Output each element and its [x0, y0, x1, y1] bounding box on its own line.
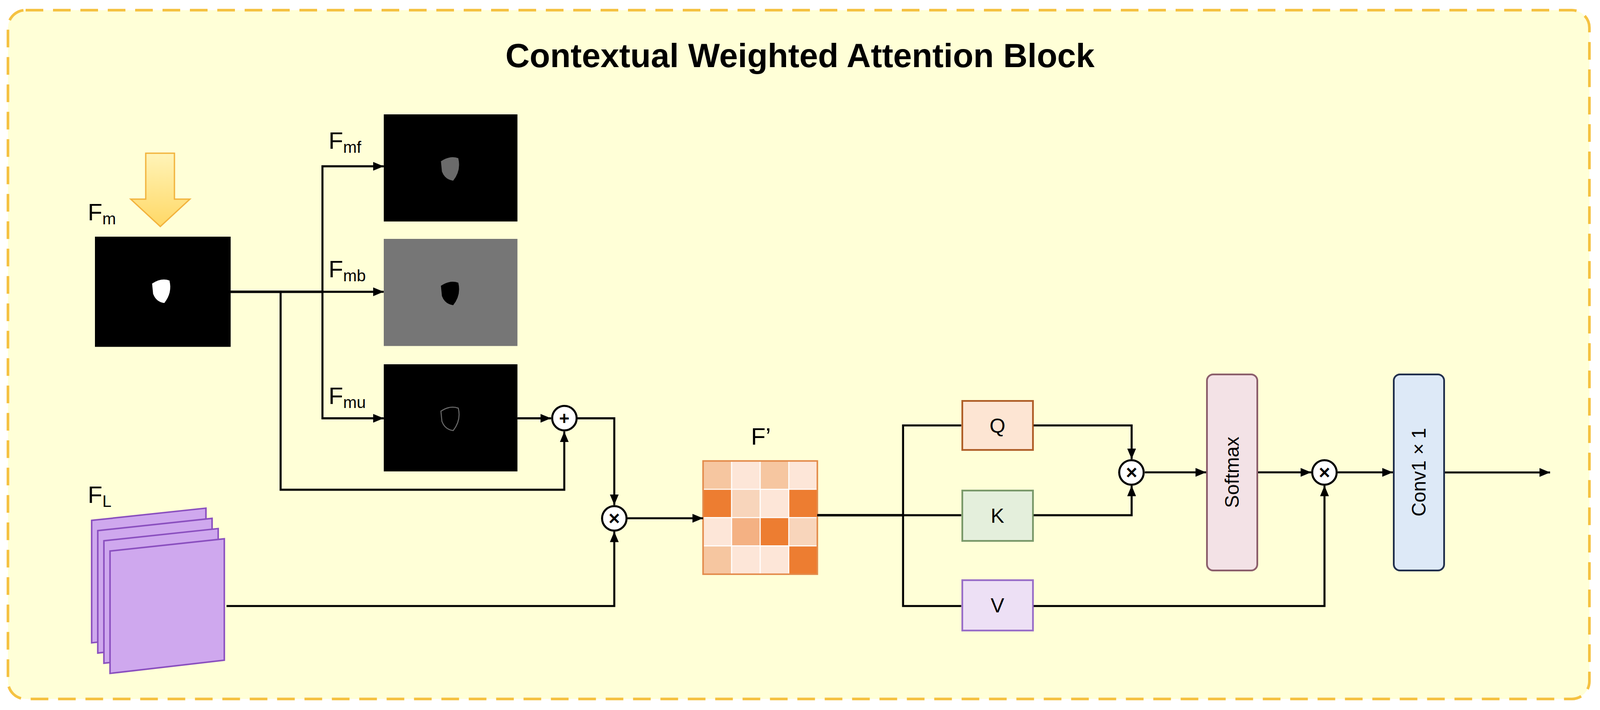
- connector-arrow: [1258, 471, 1312, 474]
- mask-region: [440, 157, 459, 181]
- operator-circle: ×: [1118, 459, 1145, 486]
- operator-circle: ×: [1311, 459, 1338, 486]
- connector-arrow: [230, 291, 384, 419]
- connector-arrow: [1144, 471, 1207, 474]
- connector-arrow: [230, 291, 565, 490]
- input-arrow: [130, 153, 190, 227]
- matrix-cell: [760, 518, 789, 547]
- operation-box: Conv1×1: [1392, 373, 1445, 572]
- matrix-cell: [788, 518, 818, 547]
- operator-circle: ×: [601, 505, 628, 532]
- feature-map-panel: Fmb: [383, 238, 518, 347]
- mask-image: [383, 238, 518, 347]
- matrix-cell: [760, 489, 789, 518]
- node-label: Fm: [87, 200, 117, 227]
- matrix-cell: [731, 489, 761, 518]
- connector-arrow: [230, 166, 384, 292]
- projection-box: Q: [961, 400, 1034, 452]
- matrix-cell: [788, 489, 818, 518]
- node-label: ×: [1118, 459, 1145, 486]
- matrix-cell: [788, 461, 818, 490]
- mask-image: [383, 364, 518, 472]
- node-label: K: [963, 491, 1033, 541]
- node-label: Fmf: [328, 128, 362, 156]
- operator-circle: +: [551, 404, 578, 432]
- connector-arrow: [1033, 485, 1325, 607]
- node-shape: [383, 114, 518, 222]
- node-label: V: [963, 581, 1033, 630]
- feature-page: [110, 538, 225, 674]
- node-label: Softmax: [1207, 375, 1257, 570]
- output-arrow: [1444, 471, 1551, 474]
- feature-stack: FL: [86, 502, 227, 676]
- matrix-cell: [703, 461, 732, 490]
- node-label: ×: [1311, 459, 1338, 486]
- node-label-text: Softmax: [1222, 436, 1242, 508]
- connector-arrow: [517, 417, 551, 420]
- attention-matrix: F’: [703, 461, 818, 575]
- node-label: F’: [751, 424, 772, 449]
- mask-image: [94, 236, 231, 348]
- node-label: Fmu: [328, 383, 366, 411]
- node-shape: [383, 238, 518, 347]
- matrix-cell: [703, 489, 732, 518]
- feature-map-panel: Fmf: [383, 114, 518, 222]
- block-frame: [7, 10, 1590, 700]
- connector-arrow: [1337, 471, 1393, 474]
- matrix-cell: [703, 546, 732, 575]
- projection-box: K: [961, 489, 1034, 542]
- matrix-cell: [731, 518, 761, 547]
- connector-arrow: [817, 515, 962, 607]
- mask-region: [151, 279, 171, 303]
- connector-arrow: [817, 425, 962, 516]
- connector-arrow: [817, 514, 962, 517]
- node-label-text: Conv1×1: [1409, 427, 1429, 517]
- connector-arrow: [230, 291, 384, 294]
- projection-box: V: [961, 579, 1034, 632]
- node-label: +: [551, 404, 578, 432]
- node-label: ×: [601, 505, 628, 532]
- connector-arrow: [1033, 485, 1132, 516]
- mask-region: [440, 281, 459, 306]
- node-label: Conv1×1: [1394, 375, 1444, 570]
- matrix-cell: [731, 546, 761, 575]
- node-shape: [383, 364, 518, 472]
- matrix-cell: [760, 461, 789, 490]
- node-shape: [94, 236, 231, 348]
- node-label: FL: [87, 482, 112, 510]
- matrix-cell: [788, 546, 818, 575]
- mask-image: [383, 114, 518, 222]
- connector-arrow: [627, 517, 704, 520]
- connector-arrow: [226, 531, 615, 607]
- feature-map-panel: Fm: [94, 236, 231, 348]
- node-label: Fmb: [328, 257, 366, 284]
- connector-arrow: [1033, 425, 1132, 460]
- node-label: Q: [963, 401, 1033, 450]
- mask-region: [440, 407, 459, 431]
- matrix-cell: [703, 518, 732, 547]
- connector-arrow: [577, 418, 615, 505]
- node-shape: [86, 502, 227, 676]
- diagram-title: Contextual Weighted Attention Block: [0, 38, 1600, 73]
- matrix-cell: [760, 546, 789, 575]
- operation-box: Softmax: [1206, 373, 1259, 572]
- feature-map-panel: Fmu: [383, 364, 518, 472]
- node-shape: [703, 461, 818, 575]
- matrix-cell: [731, 461, 761, 490]
- matrix-border: [703, 461, 818, 575]
